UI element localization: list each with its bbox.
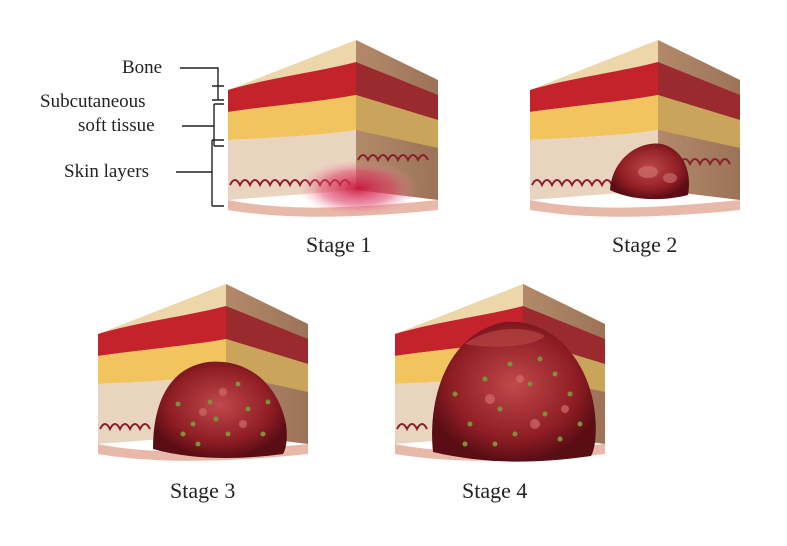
- label-leaders: [176, 67, 224, 207]
- wound: [153, 361, 287, 459]
- fat-layer: [530, 95, 658, 140]
- stage-4-caption: Stage 4: [462, 478, 528, 503]
- subcutaneous-label-line2: soft tissue: [78, 115, 155, 136]
- bone-layer: [530, 62, 658, 112]
- fat-layer: [228, 95, 356, 140]
- stage-4-block: [395, 284, 605, 462]
- stage-1-caption: Stage 1: [306, 232, 372, 257]
- bone-label: Bone: [122, 57, 163, 78]
- stage-3-block: [98, 284, 308, 461]
- skin-layers-label: Skin layers: [64, 161, 149, 182]
- subcutaneous-label-line1: Subcutaneous: [40, 91, 146, 112]
- stage-3-caption: Stage 3: [170, 478, 236, 503]
- bone-layer: [98, 306, 226, 356]
- bone-layer: [228, 62, 356, 112]
- wound: [432, 321, 596, 462]
- stage-2-block: [530, 40, 740, 217]
- stage-2-caption: Stage 2: [612, 232, 678, 257]
- stage-1-block: [228, 40, 438, 217]
